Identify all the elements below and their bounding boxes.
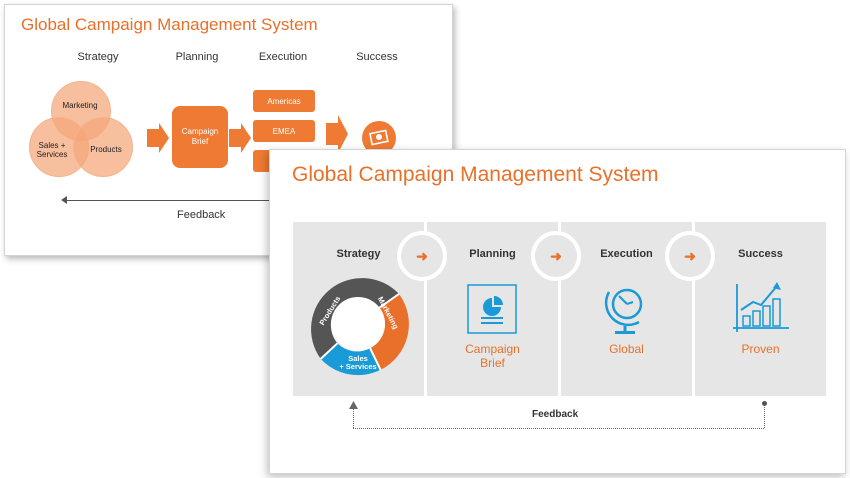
- growth-chart-icon: [733, 282, 789, 332]
- region-emea: EMEA: [253, 120, 315, 142]
- stage-heading-execution: Execution: [600, 248, 653, 260]
- arrow-right-icon: ➜: [550, 247, 562, 264]
- stage-label-success: Proven: [741, 342, 780, 356]
- region-americas: Americas: [253, 90, 315, 112]
- front-feedback-label: Feedback: [532, 409, 579, 420]
- stage-connector: ➜: [397, 231, 447, 281]
- document-chart-icon: [467, 284, 517, 334]
- arrow-right-icon: ➜: [684, 247, 696, 264]
- feedback-line: [353, 408, 354, 428]
- stage-panel-success: Success Proven: [695, 222, 826, 396]
- back-feedback-label: Feedback: [177, 209, 226, 221]
- arrowhead-up-icon: [349, 401, 358, 409]
- back-col-planning: Planning: [175, 51, 219, 63]
- feedback-line: [353, 428, 764, 429]
- front-slide: Global Campaign Management System Strate…: [269, 149, 846, 474]
- stage-heading-success: Success: [738, 248, 783, 260]
- chevron-arrow-icon: [147, 123, 169, 153]
- stage-label-execution: Global: [609, 342, 644, 356]
- venn-label-sales: Sales + Services: [36, 141, 68, 159]
- globe-icon: [604, 288, 643, 334]
- stage-label-planning: Campaign Brief: [465, 342, 520, 370]
- puzzle-label-sales: Sales: [348, 354, 368, 363]
- back-col-strategy: Strategy: [77, 51, 119, 63]
- feedback-arrowhead-icon: [61, 196, 67, 204]
- back-col-success: Success: [356, 51, 398, 63]
- puzzle-ring-icon: Products Marketing Sales + Services: [311, 278, 409, 376]
- campaign-brief-label: Campaign Brief: [181, 127, 219, 146]
- arrow-right-icon: ➜: [416, 247, 428, 264]
- stage-heading-planning: Planning: [469, 248, 516, 260]
- chevron-arrow-icon: [326, 115, 348, 153]
- campaign-brief-box: Campaign Brief: [172, 106, 228, 168]
- back-col-execution: Execution: [258, 51, 308, 63]
- stage-connector: ➜: [531, 231, 581, 281]
- puzzle-label-services: + Services: [339, 362, 376, 371]
- venn-label-products: Products: [90, 145, 122, 154]
- chevron-arrow-icon: [229, 123, 251, 153]
- stage-heading-strategy: Strategy: [336, 248, 381, 260]
- stage-connector: ➜: [665, 231, 715, 281]
- venn-label-marketing: Marketing: [62, 101, 98, 110]
- back-slide: Global Campaign Management System Strate…: [4, 4, 453, 256]
- front-slide-title: Global Campaign Management System: [292, 163, 659, 186]
- feedback-line: [764, 404, 765, 428]
- venn-circle-products: [73, 117, 133, 177]
- back-slide-title: Global Campaign Management System: [21, 15, 318, 34]
- feedback-dot: [762, 401, 767, 406]
- feedback-line: [65, 200, 280, 201]
